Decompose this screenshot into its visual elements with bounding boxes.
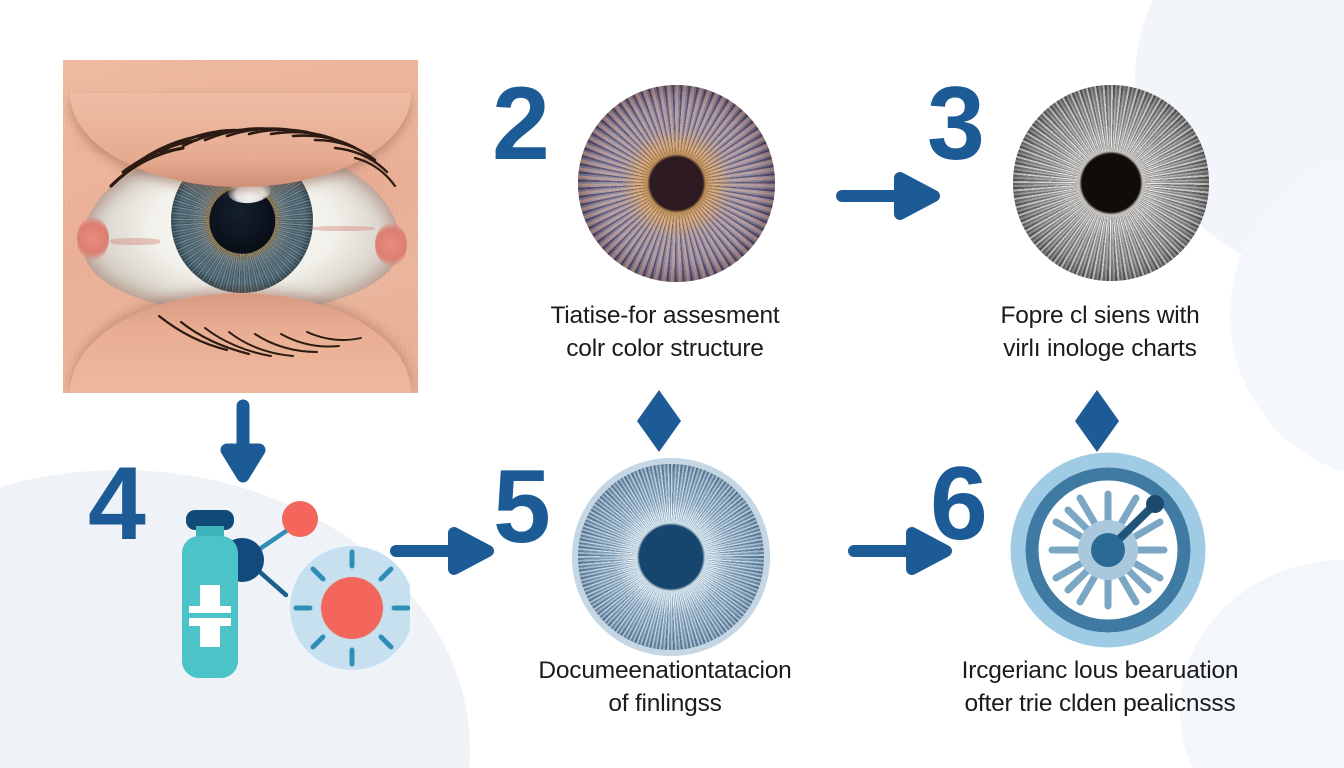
medicine-vial-icon	[182, 510, 238, 678]
right-arrow-icon	[390, 527, 494, 575]
pointer-head	[1146, 495, 1164, 513]
tear-duct-left	[77, 216, 110, 260]
caption-step-5-line-1: Documeenationtatacion	[538, 657, 792, 684]
diamond-step3-to-step6	[1072, 388, 1122, 454]
step-number-6: 6	[930, 446, 988, 562]
diamond-icon	[1075, 390, 1119, 452]
iris-inner-disc	[578, 464, 764, 650]
ringed-analysis-eye-illustration	[1010, 452, 1206, 648]
step-number-4: 4	[88, 446, 146, 562]
tear-duct-right	[375, 223, 408, 267]
analysis-eye-icon-step-6	[1010, 452, 1206, 648]
iris-illustration-step-3	[1013, 85, 1209, 281]
caption-step-5: Documeenationtatacion of finlingss	[480, 655, 850, 720]
iris-fiber-rays	[1013, 85, 1209, 281]
caption-step-2: Tiatise-for assesment colr color structu…	[480, 300, 850, 365]
step-number-5: 5	[493, 449, 551, 565]
caption-step-3-line-2: virlı inologe charts	[1003, 334, 1197, 362]
diamond-icon	[637, 390, 681, 452]
inner-ring	[1025, 467, 1191, 633]
caption-step-3-line-1: Fopre cl siens with	[1000, 302, 1200, 329]
caption-step-6-line-1: Ircgerianc lous bearuation	[961, 657, 1239, 684]
caption-step-5-line-2: of finlingss	[608, 689, 722, 717]
eye-photograph	[63, 60, 418, 393]
arrow-step2-to-step3	[836, 165, 940, 227]
vial-molecule-sun-illustration	[182, 501, 414, 678]
arrow-step5-to-step6	[848, 520, 952, 582]
right-arrow-icon	[836, 172, 940, 220]
diamond-step2-to-step5	[634, 388, 684, 454]
caption-step-2-line-2: colr color structure	[566, 334, 764, 362]
pupil-dot	[1091, 533, 1125, 567]
caption-step-3: Fopre cl siens with virlı inologe charts	[930, 300, 1270, 365]
caption-step-6-line-2: ofter trie clden pealicnsss	[964, 689, 1236, 717]
treatment-icon-group-step-4	[150, 470, 414, 685]
iris-illustration-step-2	[578, 85, 775, 282]
outer-ring	[1010, 452, 1206, 648]
eyelashes	[109, 127, 397, 357]
step-number-3: 3	[927, 66, 985, 182]
iris-illustration-step-5	[572, 458, 770, 656]
right-arrow-icon	[848, 527, 952, 575]
sun-badge-icon	[290, 546, 414, 670]
down-arrow-icon	[220, 399, 266, 483]
arrow-step4-to-step5	[390, 520, 494, 582]
sclera-vein	[109, 238, 161, 245]
iris-fiber-rays	[578, 85, 775, 282]
arrow-step1-to-step4	[212, 398, 274, 484]
iris-fiber-rays	[578, 464, 764, 650]
caption-step-2-line-1: Tiatise-for assesment	[550, 302, 780, 329]
sclera-vein	[311, 226, 375, 232]
caption-step-6: Ircgerianc lous bearuation ofter trie cl…	[905, 655, 1295, 720]
step-number-2: 2	[492, 66, 550, 182]
